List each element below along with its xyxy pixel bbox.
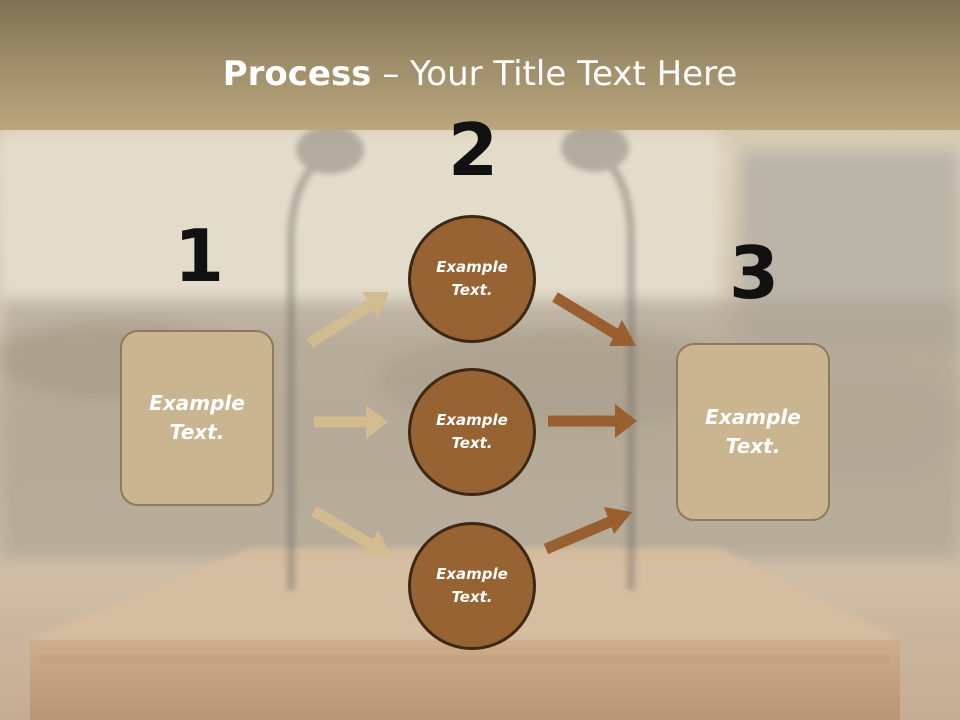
circle-middle-text: Example Text. [436, 411, 508, 452]
left-box-text: Example Text. [149, 391, 245, 444]
arrow-left-to-top [307, 292, 389, 348]
circle-top-text: Example Text. [436, 258, 508, 299]
step-number-3: 3 [728, 231, 780, 315]
title-rest: – Your Title Text Here [371, 54, 738, 94]
arrow-top-to-right [552, 292, 636, 346]
slide-title: Process – Your Title Text Here [0, 52, 960, 96]
right-box-text: Example Text. [705, 405, 801, 458]
step-number-1: 1 [173, 214, 225, 298]
left-text-box: Example Text. [120, 330, 274, 506]
arrow-left-to-bottom [311, 506, 392, 556]
arrow-middle-to-right [548, 404, 637, 438]
circle-bottom: Example Text. [408, 522, 536, 650]
circle-middle: Example Text. [408, 368, 536, 496]
title-band [0, 0, 960, 130]
arrow-bottom-to-right [543, 507, 632, 555]
step-number-2: 2 [447, 108, 499, 192]
circle-bottom-text: Example Text. [436, 565, 508, 606]
arrow-left-to-middle [314, 405, 388, 439]
right-text-box: Example Text. [676, 343, 830, 521]
circle-top: Example Text. [408, 215, 536, 343]
title-bold: Process [222, 54, 372, 94]
